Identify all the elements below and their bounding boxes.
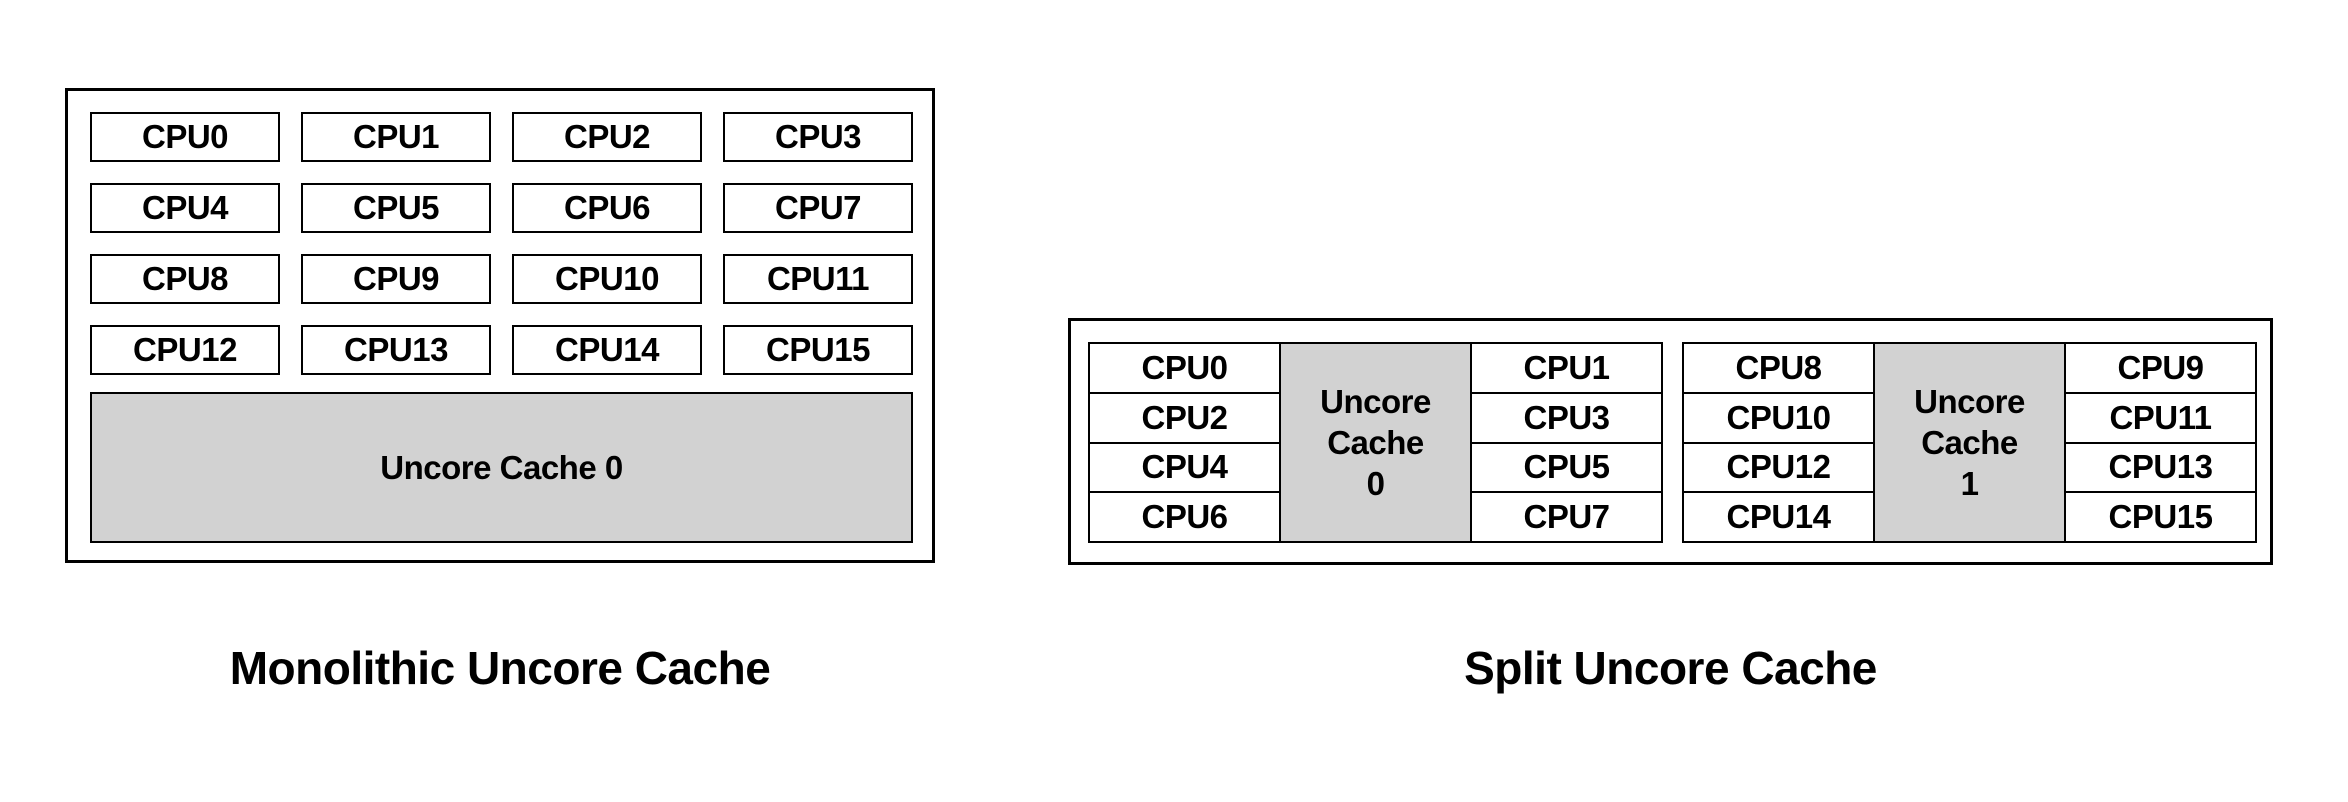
cpu-box: CPU0 [90,112,280,162]
cpu-cell: CPU9 [2066,344,2255,392]
cpu-cell: CPU0 [1090,344,1279,392]
split-group-0: CPU0 Uncore Cache 0 CPU1 CPU2 CPU3 CPU4 … [1088,342,1663,543]
cpu-cell: CPU1 [1472,344,1661,392]
split-caption: Split Uncore Cache [1464,642,1877,694]
cpu-cell: CPU11 [2066,393,2255,442]
cpu-box: CPU11 [723,254,913,304]
cpu-cell: CPU14 [1684,493,1873,541]
split-diagram: CPU0 Uncore Cache 0 CPU1 CPU2 CPU3 CPU4 … [1068,318,2273,565]
cpu-box: CPU1 [301,112,491,162]
cpu-cell: CPU13 [2066,443,2255,492]
cpu-box: CPU10 [512,254,702,304]
cpu-box: CPU14 [512,325,702,375]
split-uncore-cache-0-box: Uncore Cache 0 [1281,344,1470,541]
cpu-cell: CPU8 [1684,344,1873,392]
cpu-box: CPU6 [512,183,702,233]
split-uncore-cache-1-box: Uncore Cache 1 [1875,344,2064,541]
cpu-box: CPU7 [723,183,913,233]
cpu-box: CPU12 [90,325,280,375]
cpu-box: CPU3 [723,112,913,162]
cpu-box: CPU4 [90,183,280,233]
cpu-box: CPU9 [301,254,491,304]
monolithic-cpu-grid: CPU0 CPU1 CPU2 CPU3 CPU4 CPU5 CPU6 CPU7 … [90,112,913,375]
cpu-cell: CPU6 [1090,493,1279,541]
cpu-cell: CPU5 [1472,443,1661,492]
cpu-box: CPU15 [723,325,913,375]
cpu-box: CPU8 [90,254,280,304]
cpu-cell: CPU4 [1090,443,1279,492]
cpu-box: CPU13 [301,325,491,375]
cpu-cell: CPU3 [1472,393,1661,442]
uncore-cache-0-box: Uncore Cache 0 [90,392,913,543]
cpu-box: CPU2 [512,112,702,162]
monolithic-caption: Monolithic Uncore Cache [229,642,771,694]
cpu-box: CPU5 [301,183,491,233]
split-group-1: CPU8 Uncore Cache 1 CPU9 CPU10 CPU11 CPU… [1682,342,2257,543]
monolithic-diagram: CPU0 CPU1 CPU2 CPU3 CPU4 CPU5 CPU6 CPU7 … [65,88,935,563]
cpu-cell: CPU2 [1090,393,1279,442]
cpu-cell: CPU15 [2066,493,2255,541]
cpu-cell: CPU7 [1472,493,1661,541]
cpu-cell: CPU12 [1684,443,1873,492]
cpu-cell: CPU10 [1684,393,1873,442]
